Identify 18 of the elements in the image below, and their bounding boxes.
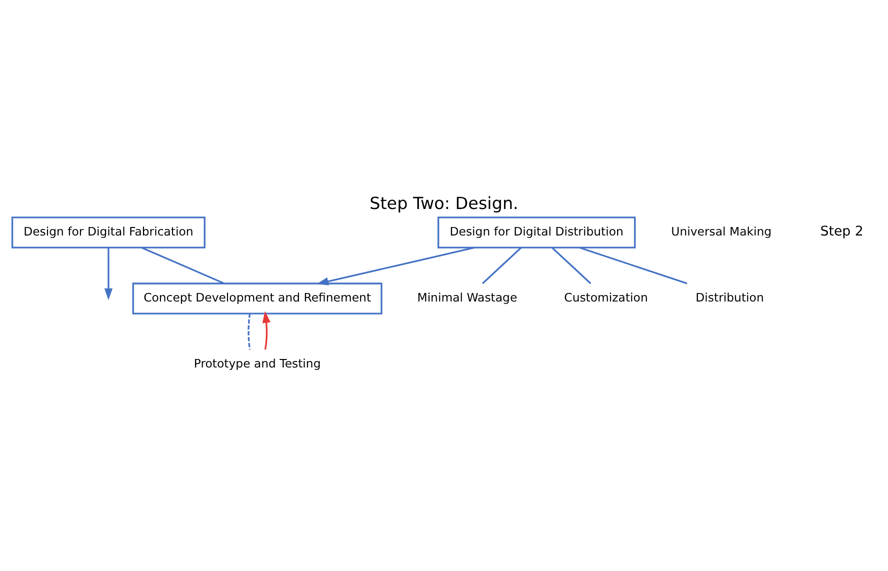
node-text: Universal Making	[671, 224, 772, 238]
connector	[579, 246, 688, 284]
arrow	[262, 310, 271, 350]
connector	[248, 313, 251, 350]
node-text: Prototype and Testing	[194, 356, 321, 370]
diagram-title: Step Two: Design.	[370, 192, 518, 213]
connector	[482, 246, 522, 284]
label: Step 2	[820, 224, 864, 240]
node-text: Minimal Wastage	[417, 290, 518, 304]
connector	[551, 246, 592, 284]
connector	[141, 246, 225, 284]
arrow	[316, 246, 475, 285]
node-box: Concept Development and Refinement	[132, 282, 382, 314]
node-box: Design for Digital Fabrication	[11, 216, 206, 248]
node-text: Customization	[564, 290, 648, 304]
node-box: Design for Digital Distribution	[438, 216, 636, 248]
node-text: Distribution	[696, 290, 764, 304]
arrow	[104, 247, 113, 300]
